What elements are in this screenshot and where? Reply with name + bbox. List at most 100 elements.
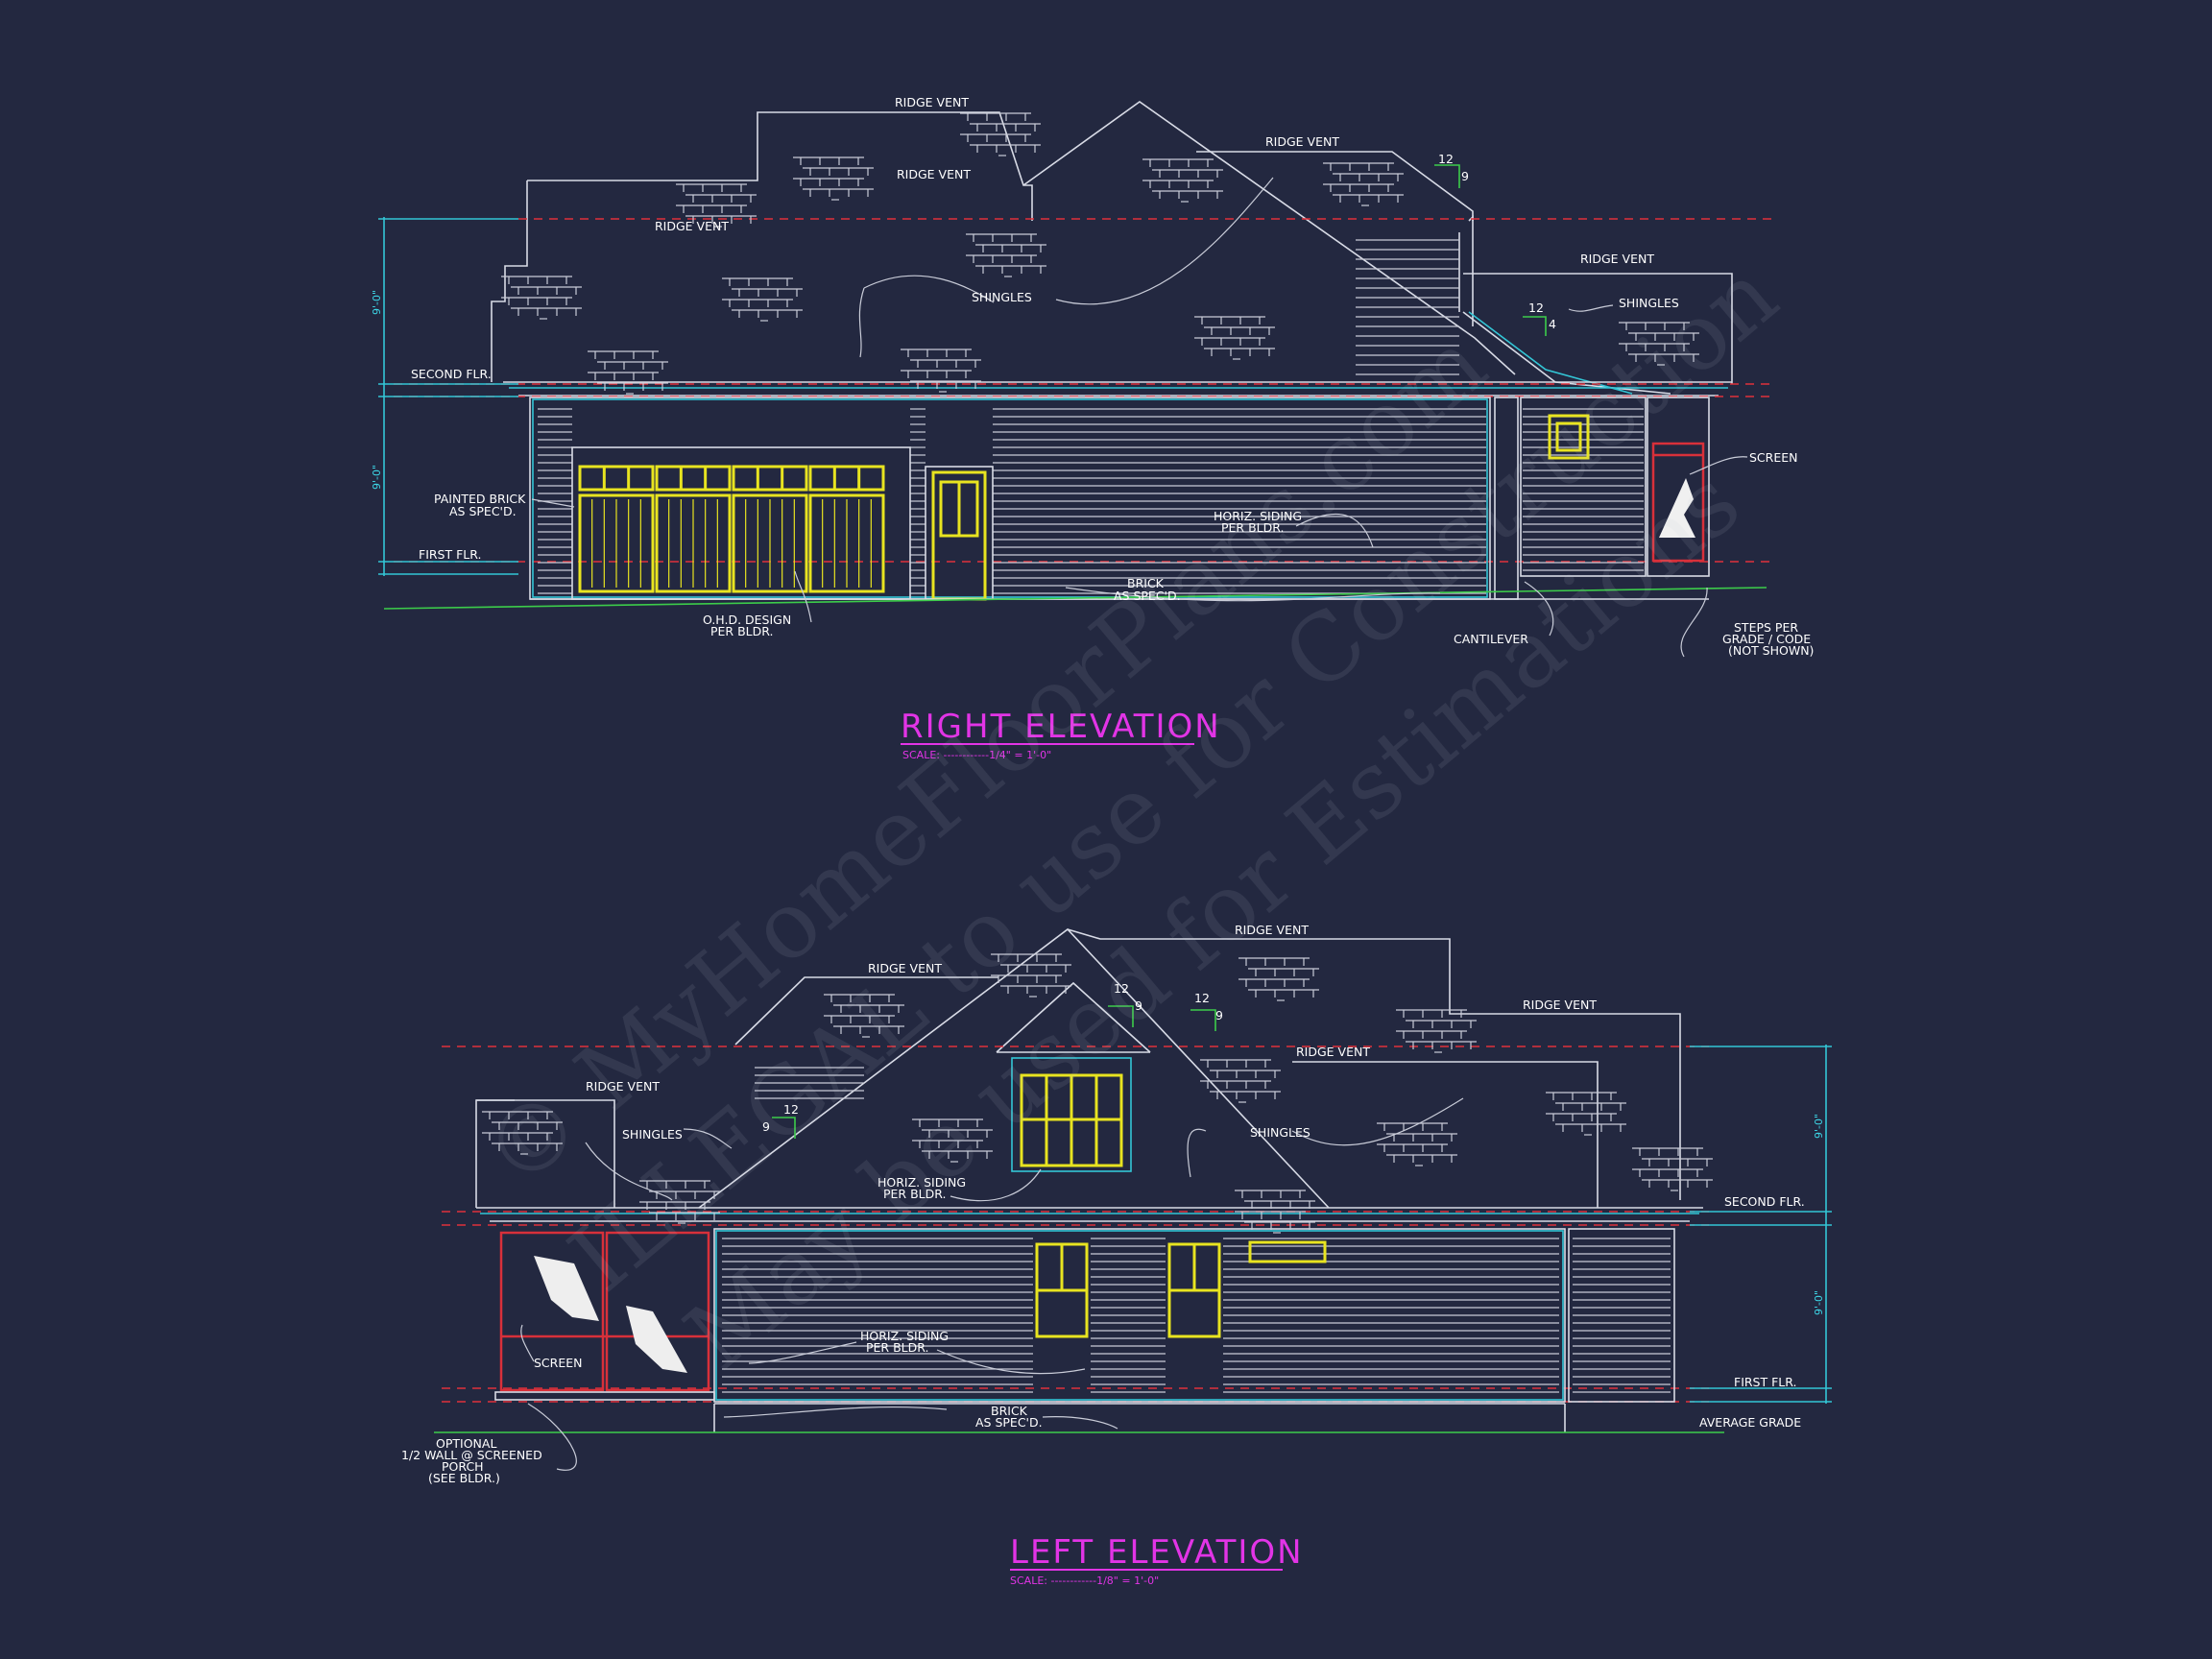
leader-screen (1689, 456, 1748, 475)
dim-text-lower: 9'-0" (371, 465, 383, 490)
leader-brick-1 (723, 1406, 948, 1418)
label-ridge-vent-5: RIDGE VENT (1580, 252, 1654, 266)
label-second-flr: SECOND FLR. (1724, 1194, 1805, 1209)
label-ohd-1: O.H.D. DESIGN (703, 613, 791, 627)
shingle-hatch (1200, 1059, 1281, 1103)
leader-siding-lower-1 (748, 1341, 857, 1364)
pitch-rise-1: 12 (1114, 981, 1129, 996)
upper-roof-outline (1067, 928, 1681, 1200)
label-horiz-siding-upper-2: PER BLDR. (883, 1187, 946, 1201)
shingle-hatch (824, 994, 904, 1038)
shingle-hatch (482, 1111, 563, 1155)
leader-siding-lower-2 (936, 1349, 1086, 1375)
label-ridge-vent-3: RIDGE VENT (1523, 998, 1597, 1012)
shingle-hatch (960, 112, 1041, 156)
leader-shingles-3 (858, 287, 865, 358)
garage-door (578, 465, 885, 593)
label-painted-brick-1: PAINTED BRICK (434, 492, 526, 506)
leader-shingles-4 (1291, 1097, 1464, 1146)
label-brick-2: AS SPEC'D. (1114, 589, 1181, 603)
label-steps-2: GRADE / CODE (1722, 632, 1811, 646)
watermark-line-2: ILLEGAL to use for Construction (550, 241, 1797, 1312)
dim-text-lower: 9'-0" (1813, 1290, 1825, 1315)
leader-shingles-1 (863, 275, 995, 303)
label-horiz-siding-upper-1: HORIZ. SIDING (878, 1175, 966, 1190)
pitch-run: 9 (1461, 169, 1469, 183)
label-ridge-vent-1: RIDGE VENT (868, 961, 942, 975)
siding-lines (538, 239, 1644, 594)
label-ridge-vent-2: RIDGE VENT (897, 167, 971, 181)
label-second-flr: SECOND FLR. (411, 367, 492, 381)
label-ridge-vent-1: RIDGE VENT (895, 95, 969, 109)
transom-window (1248, 1240, 1327, 1263)
screen-panel (1651, 442, 1705, 563)
shingle-hatch (1632, 1147, 1713, 1191)
porch-roof-cyan (1468, 311, 1633, 395)
left-elevation-drawing: RIDGE VENT RIDGE VENT RIDGE VENT RIDGE V… (401, 923, 1832, 1587)
leader-shingles-3 (1187, 1128, 1207, 1178)
pitch-rise-2: 12 (1194, 991, 1210, 1005)
label-porch-2: 1/2 WALL @ SCREENED (401, 1448, 542, 1462)
shingle-hatch (676, 183, 757, 228)
label-porch-4: (SEE BLDR.) (428, 1471, 500, 1485)
shingle-hatch (1377, 1122, 1457, 1166)
label-horiz-siding-lower-1: HORIZ. SIDING (860, 1329, 949, 1343)
garage-door-window-band (732, 465, 808, 492)
screen-panel-1 (499, 1231, 605, 1392)
dormer-wall (1011, 1057, 1132, 1172)
label-ridge-vent-3: RIDGE VENT (1265, 134, 1339, 149)
rear-roof-outline (1196, 151, 1474, 221)
rear-wall (1468, 215, 1474, 326)
shingle-hatch (588, 350, 668, 395)
label-ohd-2: PER BLDR. (710, 624, 773, 638)
label-horiz-siding-2: PER BLDR. (1221, 520, 1284, 535)
garage-wall-cyan (532, 398, 1488, 598)
label-painted-brick-2: AS SPEC'D. (449, 504, 517, 518)
right-elevation-drawing: RIDGE VENT RIDGE VENT RIDGE VENT RIDGE V… (371, 95, 1814, 761)
main-gable-ridge (1022, 101, 1516, 375)
label-steps-1: STEPS PER (1734, 620, 1798, 635)
shingle-hatch (1546, 1092, 1626, 1136)
leader-siding-upper (950, 1168, 1042, 1202)
garage-door-panel (578, 493, 655, 593)
label-shingles-rear: SHINGLES (1619, 296, 1679, 310)
label-brick-1: BRICK (991, 1404, 1028, 1418)
pitch-symbol-2 (1190, 1009, 1216, 1031)
leader-steps (1680, 587, 1708, 658)
label-porch-3: PORCH (442, 1459, 484, 1474)
leader-shingles-2 (683, 1128, 733, 1149)
shingle-hatch (901, 349, 981, 393)
leader-shingles-rear (1568, 304, 1614, 312)
shingle-hatch (1142, 158, 1223, 203)
pitch-rise-2: 12 (1528, 301, 1544, 315)
main-wall (713, 1228, 1566, 1403)
shingle-hatch (501, 276, 582, 320)
label-ridge-vent-2: RIDGE VENT (1235, 923, 1309, 937)
label-horiz-siding-lower-2: PER BLDR. (866, 1340, 928, 1355)
shingle-hatch (991, 953, 1071, 998)
left-elevation-scale: SCALE: ------------1/8" = 1'-0" (1010, 1575, 1159, 1587)
label-shingles-1: SHINGLES (622, 1127, 683, 1142)
shingle-hatch (966, 233, 1046, 277)
leader-ohd (794, 570, 812, 623)
label-screen: SCREEN (534, 1356, 583, 1370)
small-window (1548, 414, 1590, 460)
shingle-hatch (722, 277, 803, 322)
label-first-flr: FIRST FLR. (419, 547, 481, 562)
shingle-hatch (1194, 316, 1275, 360)
label-brick-2: AS SPEC'D. (975, 1415, 1043, 1430)
leader-brick (1065, 587, 1441, 602)
screen-glare-2 (626, 1306, 687, 1373)
pitch-symbol-1 (1108, 1005, 1134, 1027)
pitch-symbol (1434, 164, 1460, 188)
garage-door-panel (732, 493, 808, 593)
side-wall (1568, 1228, 1675, 1403)
label-shingles: SHINGLES (972, 290, 1032, 304)
grade-line (383, 587, 1767, 610)
pitch-rise: 12 (1438, 152, 1454, 166)
label-ridge-vent-4: RIDGE VENT (1296, 1045, 1370, 1059)
shingle-hatch (793, 156, 874, 201)
shingle-hatch (1235, 1190, 1315, 1234)
dormer-roof (996, 981, 1151, 1053)
